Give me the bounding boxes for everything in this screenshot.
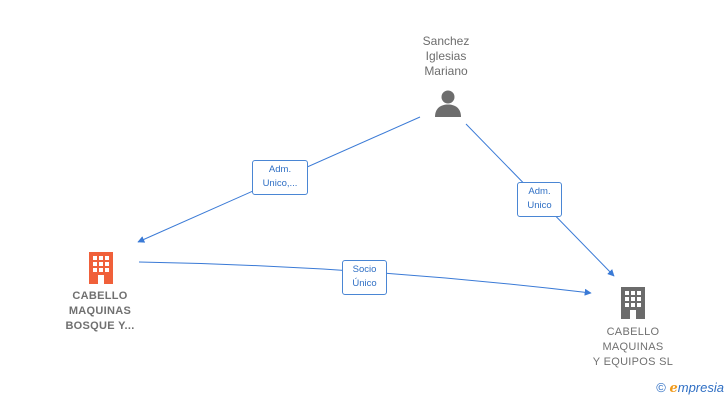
company-left-name-line-2: MAQUINAS: [68, 305, 132, 317]
empresia-watermark[interactable]: © empresia: [656, 380, 724, 396]
empresia-logo-e: e: [669, 381, 678, 396]
person-name-line-1: Sanchez: [422, 34, 470, 48]
person-name-label: Sanchez Iglesias Mariano: [398, 34, 494, 79]
building-icon-left[interactable]: [85, 250, 117, 284]
edge-label-line: Unico: [527, 200, 552, 211]
company-left-name-line-1: CABELLO: [72, 290, 128, 302]
copyright-symbol: ©: [656, 380, 666, 395]
company-right-name-line-2: MAQUINAS: [602, 341, 664, 353]
company-left-name-label: CABELLO MAQUINAS BOSQUE Y...: [44, 289, 156, 334]
building-icon-right[interactable]: [617, 285, 649, 319]
edge-label-line: Único: [352, 278, 377, 289]
empresia-logo-text: mpresia: [677, 380, 724, 395]
edge-label-line: Unico,...: [262, 178, 298, 189]
company-right-name-line-1: CABELLO: [606, 326, 660, 338]
person-name-line-3: Mariano: [424, 64, 468, 78]
edge-label-line: Adm.: [268, 164, 292, 175]
company-right-name-label: CABELLO MAQUINAS Y EQUIPOS SL: [576, 325, 690, 370]
edge-label-adm-unico-right[interactable]: Adm. Unico: [517, 182, 562, 217]
person-name-line-2: Iglesias: [425, 49, 467, 63]
company-right-name-line-3: Y EQUIPOS SL: [592, 356, 674, 368]
edge-label-line: Socio: [352, 264, 377, 275]
edge-label-socio-unico[interactable]: Socio Único: [342, 260, 387, 295]
company-left-name-line-3: BOSQUE Y...: [65, 320, 135, 332]
person-icon[interactable]: [433, 88, 463, 118]
edge-label-line: Adm.: [528, 186, 551, 197]
edge-label-adm-unico-left[interactable]: Adm. Unico,...: [252, 160, 308, 195]
